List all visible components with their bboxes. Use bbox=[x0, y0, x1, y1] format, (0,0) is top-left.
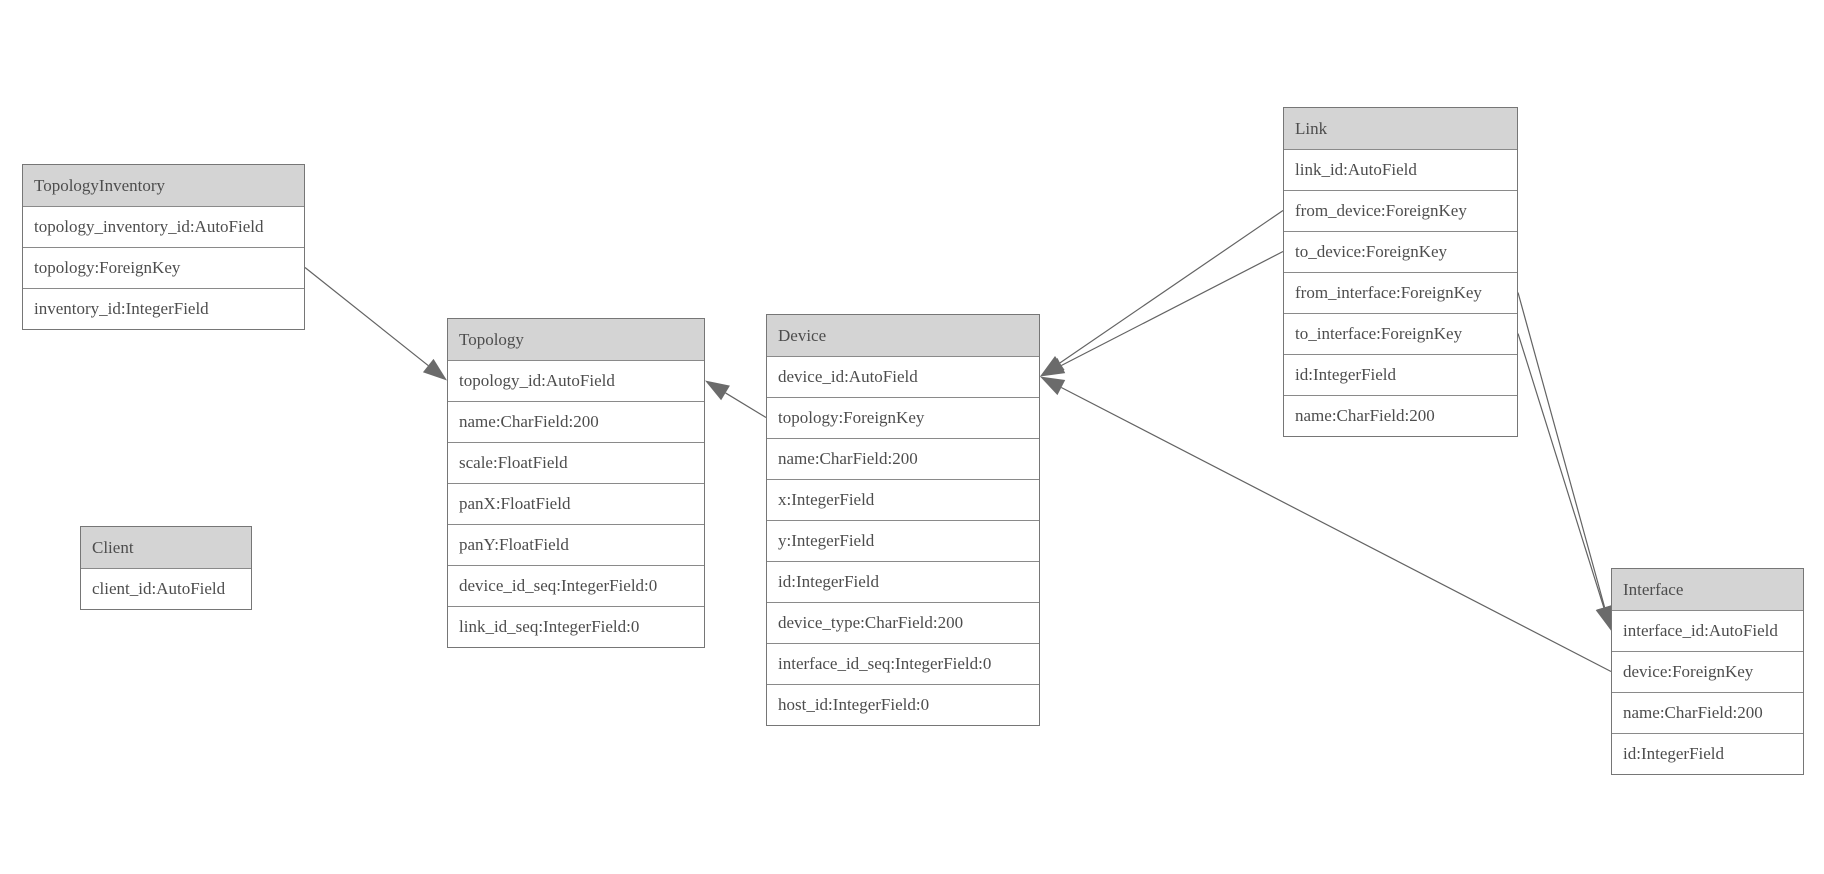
relation-arrowhead bbox=[1040, 355, 1065, 377]
field-row: topology_id:AutoField bbox=[448, 360, 704, 401]
entity-title-link: Link bbox=[1284, 108, 1517, 149]
entity-fields-client: client_id:AutoField bbox=[81, 568, 251, 609]
field-row: device:ForeignKey bbox=[1612, 651, 1803, 692]
field-row: name:CharField:200 bbox=[1612, 692, 1803, 733]
field-row: inventory_id:IntegerField bbox=[23, 288, 304, 329]
field-row: host_id:IntegerField:0 bbox=[767, 684, 1039, 725]
field-row: topology_inventory_id:AutoField bbox=[23, 206, 304, 247]
relation-arrowhead bbox=[1595, 605, 1612, 631]
field-row: interface_id:AutoField bbox=[1612, 610, 1803, 651]
field-row: from_device:ForeignKey bbox=[1284, 190, 1517, 231]
field-row: device_id:AutoField bbox=[767, 356, 1039, 397]
field-row: link_id:AutoField bbox=[1284, 149, 1517, 190]
field-row: from_interface:ForeignKey bbox=[1284, 272, 1517, 313]
field-row: x:IntegerField bbox=[767, 479, 1039, 520]
field-row: scale:FloatField bbox=[448, 442, 704, 483]
field-row: link_id_seq:IntegerField:0 bbox=[448, 606, 704, 647]
entity-title-client: Client bbox=[81, 527, 251, 568]
field-row: id:IntegerField bbox=[1284, 354, 1517, 395]
relation-arrowhead bbox=[705, 380, 730, 401]
field-row: device_id_seq:IntegerField:0 bbox=[448, 565, 704, 606]
entity-topology-inventory[interactable]: TopologyInventory topology_inventory_id:… bbox=[22, 164, 305, 330]
field-row: name:CharField:200 bbox=[1284, 395, 1517, 436]
field-row: id:IntegerField bbox=[767, 561, 1039, 602]
field-row: topology:ForeignKey bbox=[23, 247, 304, 288]
field-row: name:CharField:200 bbox=[448, 401, 704, 442]
field-row: name:CharField:200 bbox=[767, 438, 1039, 479]
relation-line bbox=[1061, 250, 1284, 367]
entity-client[interactable]: Client client_id:AutoField bbox=[80, 526, 252, 610]
relation-line bbox=[304, 267, 429, 367]
field-row: panY:FloatField bbox=[448, 524, 704, 565]
field-row: y:IntegerField bbox=[767, 520, 1039, 561]
entity-title-topology: Topology bbox=[448, 319, 704, 360]
field-row: interface_id_seq:IntegerField:0 bbox=[767, 643, 1039, 684]
relation-line bbox=[1517, 333, 1605, 608]
relation-line bbox=[725, 392, 767, 419]
field-row: to_device:ForeignKey bbox=[1284, 231, 1517, 272]
relation-line bbox=[1517, 292, 1606, 608]
field-row: topology:ForeignKey bbox=[767, 397, 1039, 438]
relation-arrowhead bbox=[422, 358, 447, 381]
entity-title-topology-inventory: TopologyInventory bbox=[23, 165, 304, 206]
relation-line bbox=[1059, 210, 1284, 364]
entity-title-interface: Interface bbox=[1612, 569, 1803, 610]
field-row: client_id:AutoField bbox=[81, 568, 251, 609]
field-row: panX:FloatField bbox=[448, 483, 704, 524]
entity-title-device: Device bbox=[767, 315, 1039, 356]
relation-arrowhead bbox=[1040, 376, 1066, 396]
relation-arrowhead bbox=[1040, 357, 1066, 377]
field-row: to_interface:ForeignKey bbox=[1284, 313, 1517, 354]
field-row: device_type:CharField:200 bbox=[767, 602, 1039, 643]
field-row: id:IntegerField bbox=[1612, 733, 1803, 774]
